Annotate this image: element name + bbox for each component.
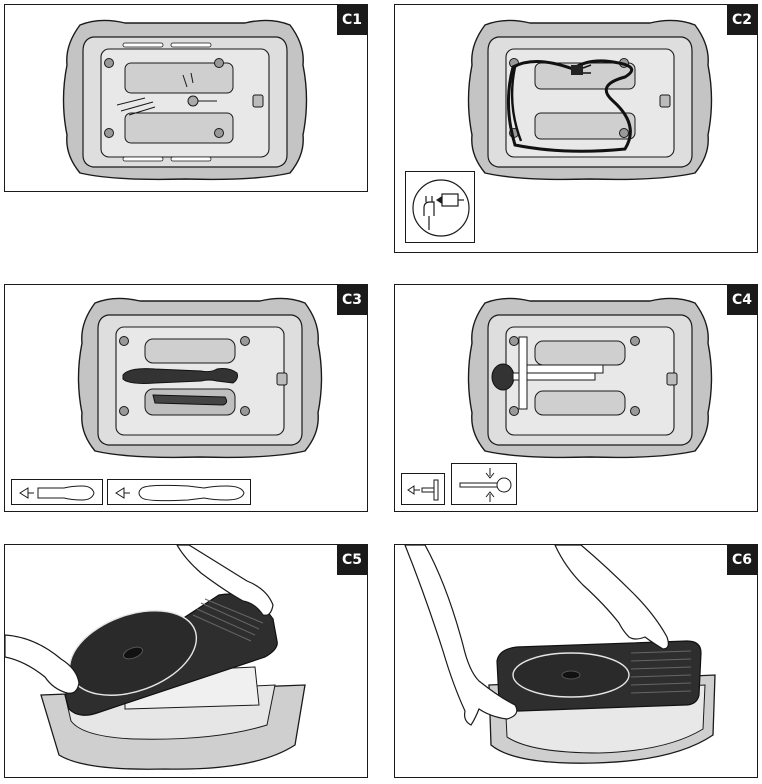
legend-c3-scraper: [11, 479, 103, 505]
legend-c4-ladle: [451, 463, 517, 505]
legend-c3-spatula: [107, 479, 251, 505]
panel-c1: C1: [4, 4, 368, 192]
toaster-top-view-t-tool: [467, 297, 713, 459]
toaster-top-view-scraper: [77, 297, 323, 459]
step-label-c1: C1: [337, 5, 367, 35]
step-label-c2: C2: [727, 5, 757, 35]
power-plug-icon: [412, 179, 470, 237]
grill-plate-lift-illustration: [5, 545, 306, 770]
toaster-top-view-cord: [467, 19, 713, 181]
panel-c2: C2: [394, 4, 758, 253]
ladle-insert-remove-icon: [459, 468, 512, 502]
toaster-top-view-clean: [62, 19, 308, 181]
long-spatula-icon: [115, 484, 245, 502]
panel-c5: C5: [4, 544, 368, 778]
panel-c3: C3: [4, 284, 368, 512]
step-label-c6: C6: [727, 545, 757, 575]
panel-c4: C4: [394, 284, 758, 512]
step-label-c3: C3: [337, 285, 367, 315]
step-label-c4: C4: [727, 285, 757, 315]
panel-c6: C6: [394, 544, 758, 778]
grill-plate-insert-illustration: [404, 545, 716, 764]
short-scraper-icon: [19, 485, 95, 501]
step-label-c5: C5: [337, 545, 367, 575]
legend-c4-t-tool: [401, 473, 445, 505]
legend-c2: [405, 171, 475, 243]
t-tool-icon: [407, 479, 439, 501]
